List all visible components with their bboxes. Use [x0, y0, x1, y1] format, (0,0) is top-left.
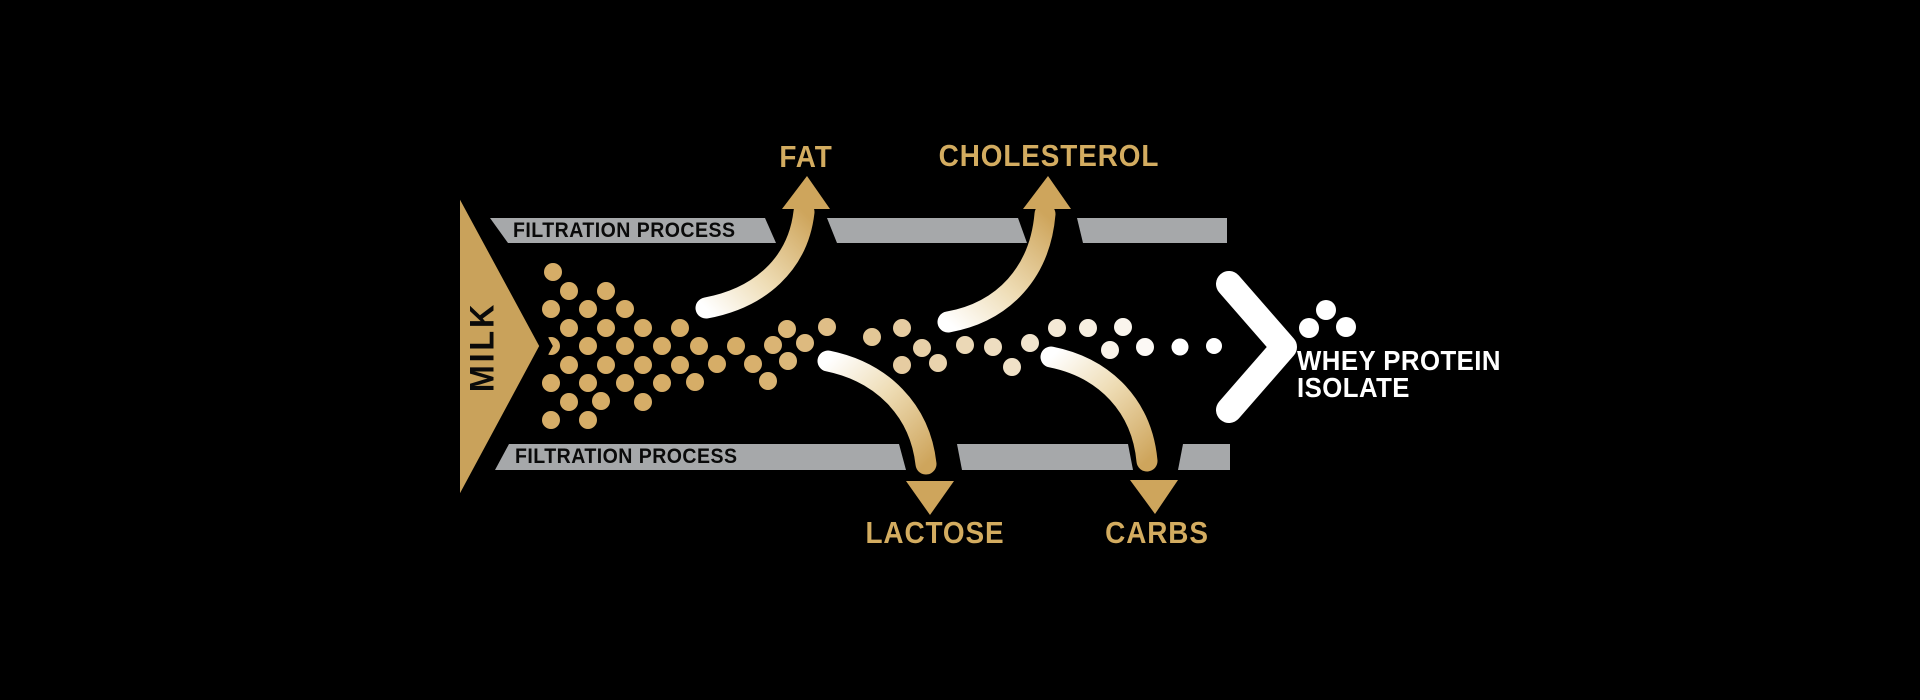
particle-dot	[542, 300, 560, 318]
whey-protein-line: WHEY PROTEIN	[1297, 345, 1501, 376]
particle-dot	[560, 393, 578, 411]
particle-dot	[708, 355, 726, 373]
particle-dot	[616, 374, 634, 392]
particle-dot	[818, 318, 836, 336]
particle-dot	[796, 334, 814, 352]
particle-dot	[579, 337, 597, 355]
whey-dot	[1299, 318, 1319, 338]
filtration-process-label-bottom: FILTRATION PROCESS	[515, 445, 738, 468]
particle-dot	[634, 393, 652, 411]
filtration-bars	[490, 218, 1230, 470]
particle-dot	[984, 338, 1002, 356]
particle-dot	[544, 263, 562, 281]
particle-dot	[863, 328, 881, 346]
cholesterol-arrow-head	[1023, 176, 1071, 209]
particle-dot	[913, 339, 931, 357]
fat-label: FAT	[779, 139, 833, 174]
filtration-bar-bottom-segment	[495, 444, 906, 470]
lactose-arrow	[817, 350, 954, 515]
particle-dot	[634, 356, 652, 374]
particle-dot	[1136, 338, 1154, 356]
isolate-line: ISOLATE	[1297, 371, 1410, 403]
fat-arrow-head	[782, 176, 830, 209]
cholesterol-label: CHOLESTEROL	[938, 138, 1160, 173]
particle-dot	[727, 337, 745, 355]
particle-dot	[893, 356, 911, 374]
particle-dot	[597, 282, 615, 300]
particle-dot	[1101, 341, 1119, 359]
particle-dot	[579, 411, 597, 429]
particle-dot	[1171, 338, 1189, 356]
particle-dot	[597, 356, 615, 374]
particle-dot	[616, 337, 634, 355]
particle-dot	[560, 356, 578, 374]
carbs-arrow-head	[1130, 480, 1178, 514]
filtration-bar-top-segment	[1077, 218, 1227, 243]
particle-dot	[671, 356, 689, 374]
lactose-arrow-head	[906, 481, 954, 515]
particle-dot	[1114, 318, 1132, 336]
particle-dot	[893, 319, 911, 337]
cholesterol-arrow	[937, 176, 1071, 333]
particle-dot	[1206, 338, 1222, 354]
chevron-right-icon	[1216, 271, 1297, 423]
particle-dot	[1079, 319, 1097, 337]
filtration-bar-bottom-segment	[1178, 444, 1230, 470]
filtration-bar-bottom-segment	[957, 444, 1133, 470]
filtration-bar-top-segment	[490, 218, 776, 243]
particle-dot	[542, 411, 560, 429]
milk-particle-dots	[542, 263, 1222, 429]
particle-dot	[779, 352, 797, 370]
particle-dot	[597, 319, 615, 337]
filtration-bar-top-segment	[827, 218, 1027, 243]
particle-dot	[686, 373, 704, 391]
particle-dot	[744, 355, 762, 373]
particle-dot	[690, 337, 708, 355]
particle-dot	[1021, 334, 1039, 352]
fat-arrow	[695, 176, 830, 319]
milk-triangle	[448, 173, 553, 520]
particle-dot	[759, 372, 777, 390]
particle-dot	[592, 392, 610, 410]
particle-dot	[579, 300, 597, 318]
particle-dot	[1003, 358, 1021, 376]
carbs-arrow	[1040, 346, 1178, 514]
lactose-label: LACTOSE	[865, 515, 1005, 550]
particle-dot	[653, 374, 671, 392]
particle-dot	[560, 282, 578, 300]
milk-label: MILK	[463, 301, 502, 393]
particle-dot	[1048, 319, 1066, 337]
particle-dot	[579, 374, 597, 392]
particle-dot	[616, 300, 634, 318]
particle-dot	[778, 320, 796, 338]
particle-dot	[560, 319, 578, 337]
whey-protein-dots	[1299, 300, 1356, 338]
carbs-label: CARBS	[1105, 515, 1209, 550]
particle-dot	[956, 336, 974, 354]
particle-dot	[929, 354, 947, 372]
filtration-process-label-top: FILTRATION PROCESS	[513, 219, 736, 242]
particle-dot	[653, 337, 671, 355]
whey-protein-isolate-label: WHEY PROTEIN ISOLATE	[1297, 345, 1501, 403]
particle-dot	[634, 319, 652, 337]
particle-dot	[671, 319, 689, 337]
particle-dot	[764, 336, 782, 354]
particle-dot	[542, 374, 560, 392]
whey-dot	[1336, 317, 1356, 337]
whey-dot	[1316, 300, 1336, 320]
